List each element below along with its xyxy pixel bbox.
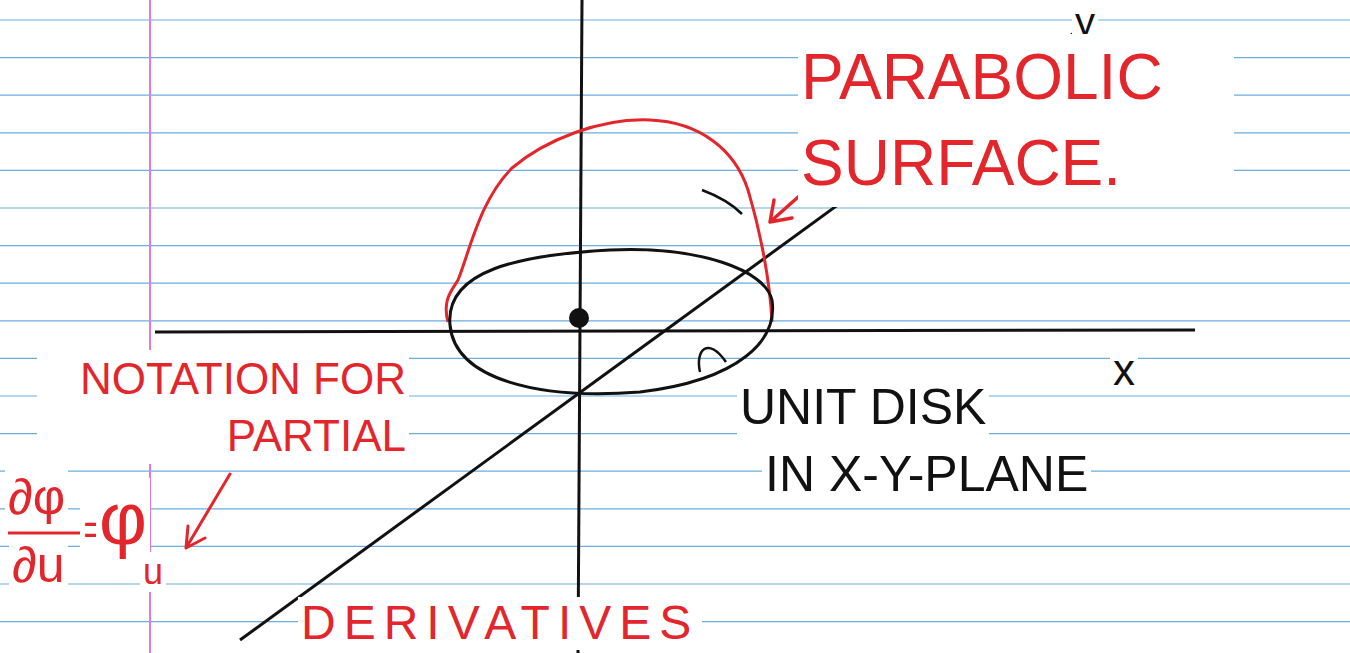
note-text: NOTATION FOR PARTIAL [37,350,409,464]
ruled-line [0,19,1350,20]
ruled-line [0,245,1350,246]
axis-label: x [1110,346,1138,394]
note-text: DERIVATIVES [298,597,702,650]
ruled-line [0,546,1350,547]
ruled-lines [0,20,1350,622]
note-text: PARABOLIC SURFACE. [798,34,1234,207]
ruled-line [0,508,1350,509]
formula-part: u [140,552,166,592]
ruled-line [0,471,1350,472]
ruled-line [0,583,1350,584]
note-text: IN X-Y-PLANE [762,447,1091,502]
parabolic-surface [446,120,772,322]
leader-line [699,348,726,372]
origin-dot [569,308,589,328]
formula-part: φ [96,478,150,559]
unit-disk [450,250,773,394]
ruled-line [0,207,1350,208]
surface-edge [702,190,742,214]
formula-part: ∂u [9,538,68,593]
formula-part: ∂φ [5,470,68,525]
pointer-arrow [186,474,230,548]
note-text: UNIT DISK [737,380,989,435]
fraction-bar [8,532,80,535]
ruled-line [0,320,1350,321]
ruled-line [0,283,1350,284]
x-axis [155,330,1195,332]
